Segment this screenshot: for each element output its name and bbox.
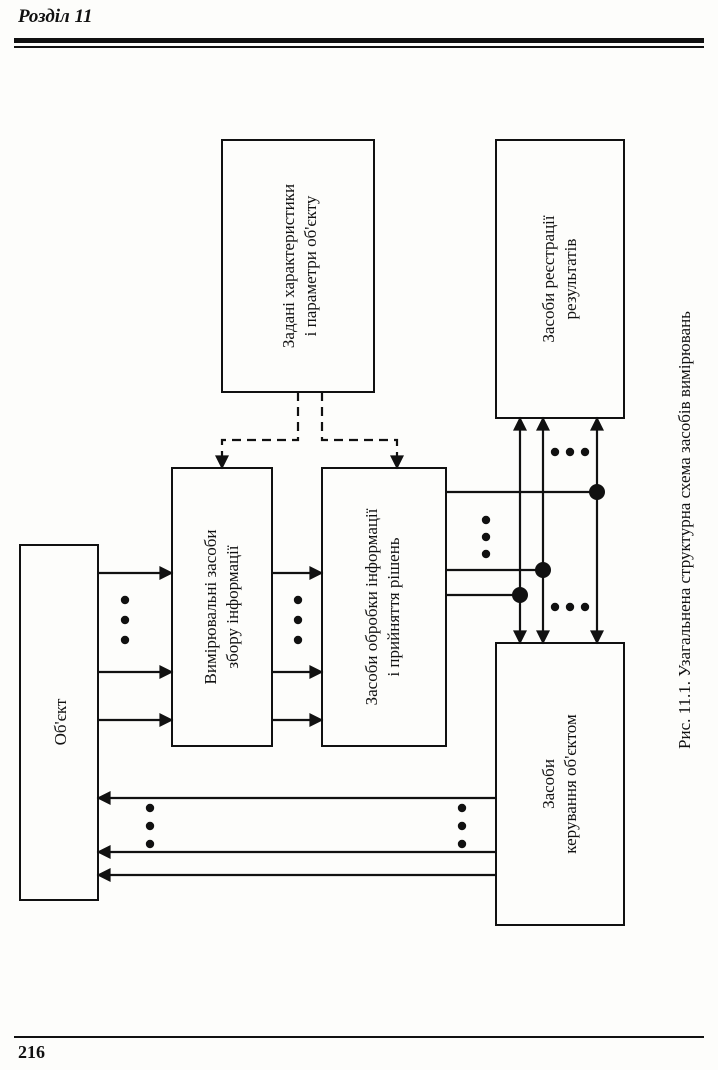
- page-number: 216: [18, 1042, 45, 1062]
- header-rule-thick: [14, 38, 704, 43]
- ellipsis-dot: [145, 803, 155, 813]
- given-params-label-line1: Задані характеристики: [279, 184, 298, 348]
- footer-rule: [14, 1036, 704, 1038]
- ellipsis-dot: [120, 595, 130, 605]
- ellipsis-dot: [145, 839, 155, 849]
- control-box: [495, 642, 625, 926]
- ellipsis-dot: [580, 447, 590, 457]
- running-header: Розділ 11: [18, 6, 93, 27]
- ellipsis-dot: [120, 635, 130, 645]
- junction-node: [589, 484, 605, 500]
- ellipsis-dot: [565, 602, 575, 612]
- ellipsis-dot: [481, 549, 491, 559]
- ellipsis-dot: [293, 595, 303, 605]
- control-label-line1: Засоби: [539, 759, 558, 809]
- measuring-label-line1: Вимірювальні засоби: [201, 530, 220, 685]
- header-rule-thin: [14, 46, 704, 48]
- ellipsis-dot: [457, 803, 467, 813]
- ellipsis-dot: [457, 821, 467, 831]
- dashed-arrow-to-measuring: [215, 392, 300, 470]
- dashed-arrow-to-processing: [320, 392, 404, 470]
- ellipsis-dot: [565, 447, 575, 457]
- ellipsis-dot: [145, 821, 155, 831]
- registration-label-line2: результатів: [561, 239, 580, 320]
- junction-node: [512, 587, 528, 603]
- registration-box: [495, 139, 625, 419]
- junction-node: [535, 562, 551, 578]
- processing-box: [321, 467, 447, 747]
- processing-label-line2: і прийняття рішень: [384, 537, 403, 676]
- ellipsis-dot: [580, 602, 590, 612]
- given-params-box: [221, 139, 375, 393]
- control-label-line2: керування об'єктом: [561, 714, 580, 854]
- ellipsis-dot: [550, 602, 560, 612]
- measuring-box: [171, 467, 273, 747]
- ellipsis-dot: [293, 615, 303, 625]
- processing-label-line1: Засоби обробки інформації: [362, 508, 381, 705]
- given-params-label-line2: і параметри об'єкту: [301, 195, 320, 336]
- registration-label-line1: Засоби реєстрації: [539, 215, 558, 342]
- object-label: Об'єкт: [51, 698, 70, 745]
- ellipsis-dot: [457, 839, 467, 849]
- ellipsis-dot: [120, 615, 130, 625]
- ellipsis-dot: [481, 515, 491, 525]
- ellipsis-dot: [293, 635, 303, 645]
- measuring-label-line2: збору інформації: [223, 545, 242, 668]
- ellipsis-dot: [481, 532, 491, 542]
- figure-caption: Рис. 11.1. Узагальнена структурна схема …: [675, 311, 694, 749]
- object-box: [19, 544, 99, 901]
- ellipsis-dot: [550, 447, 560, 457]
